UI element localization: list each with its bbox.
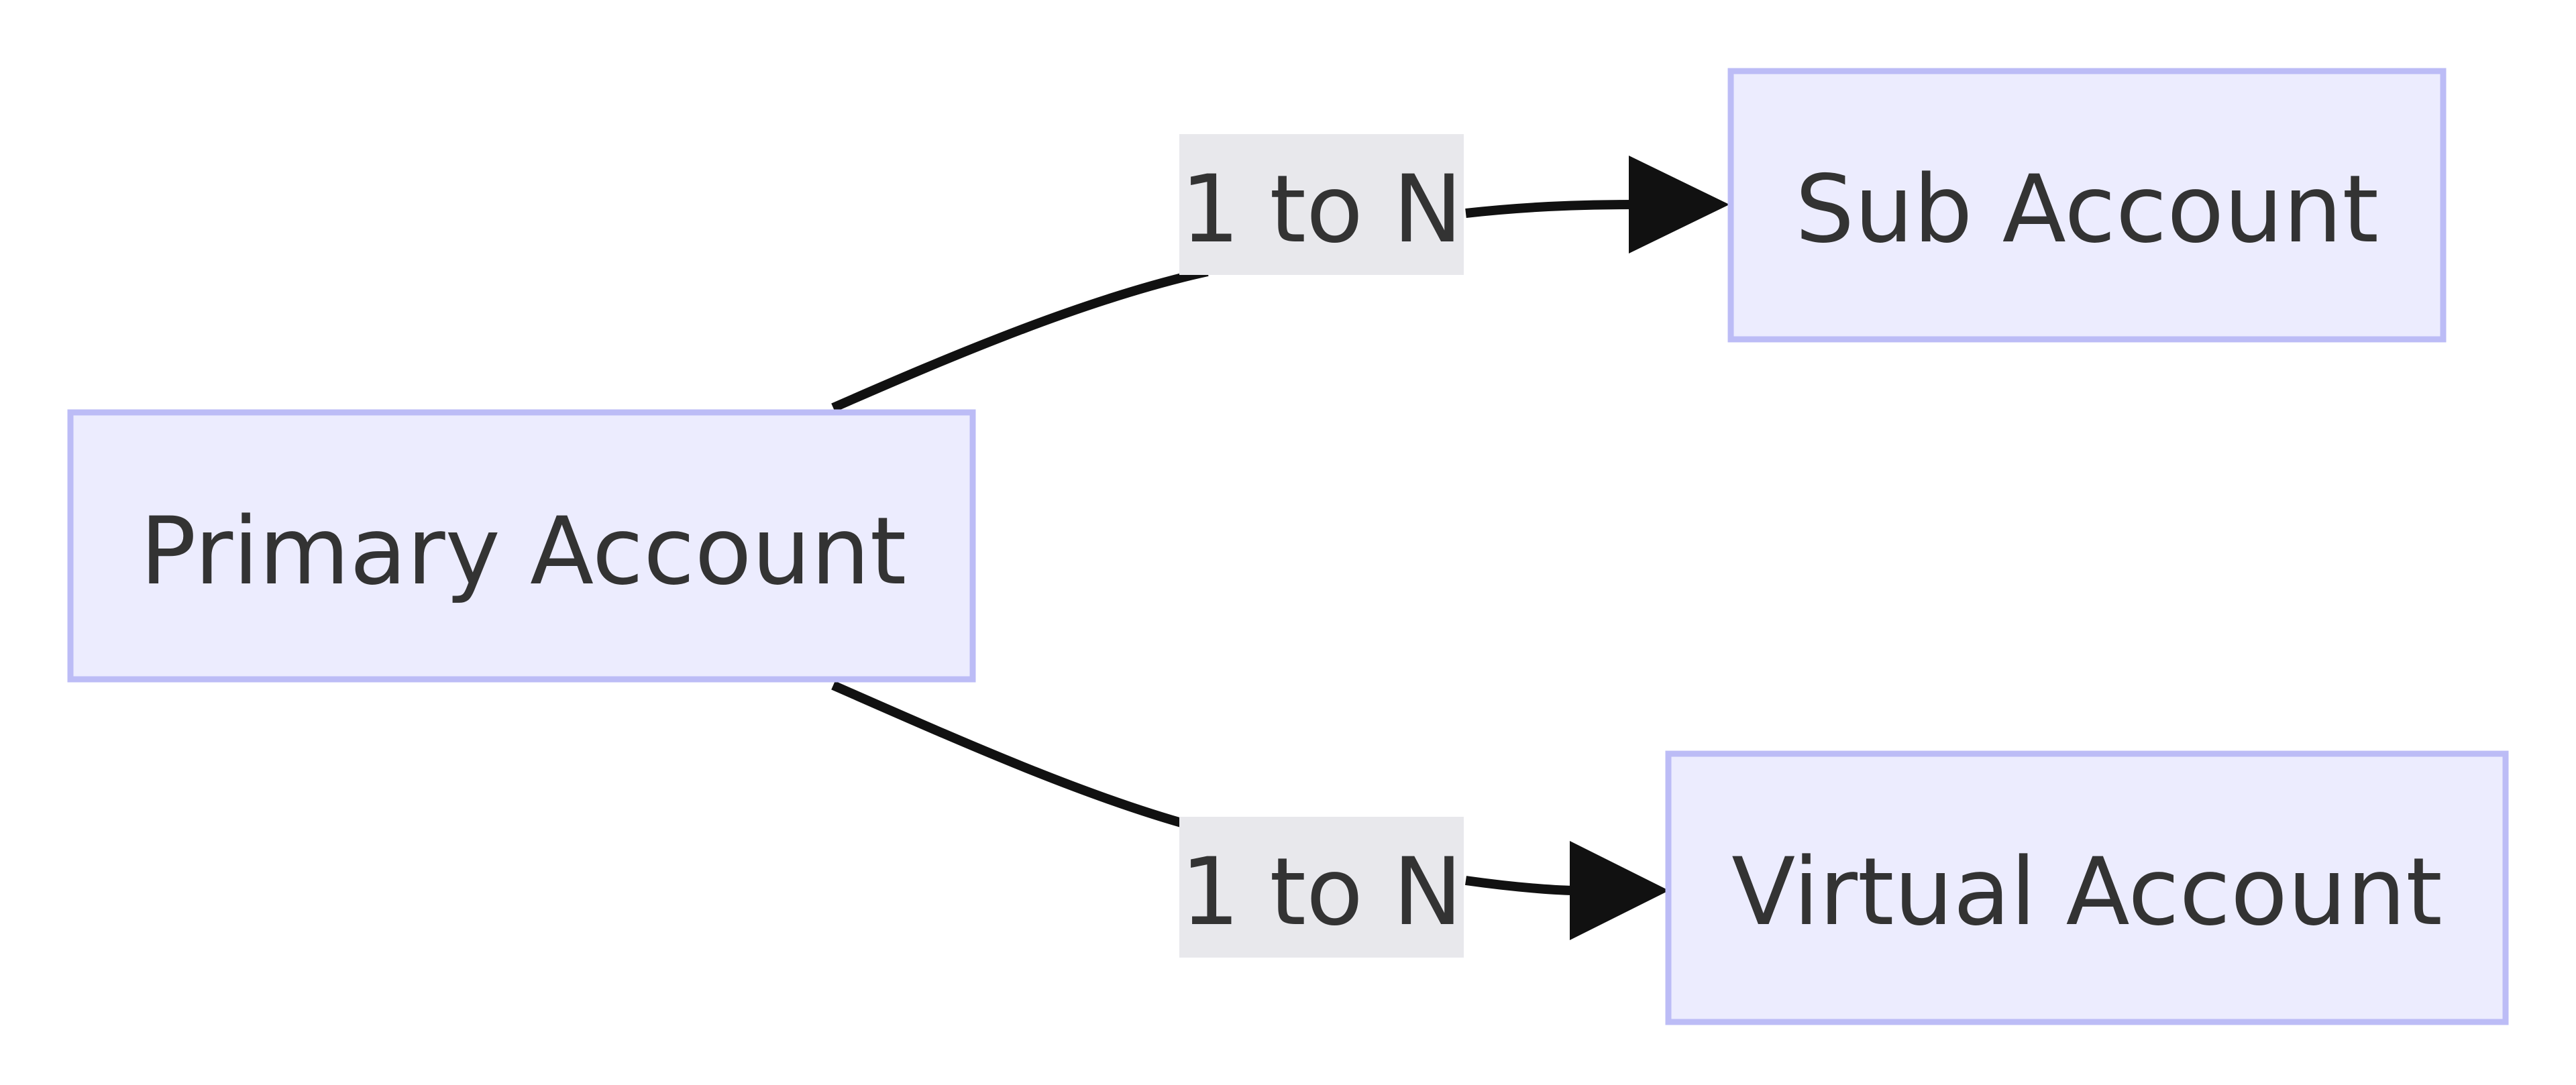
node-label-sub-account: Sub Account xyxy=(1795,155,2379,264)
edge-label-primary-to-virtual: 1 to N xyxy=(1181,838,1462,946)
node-label-virtual-account: Virtual Account xyxy=(1731,838,2443,946)
arrowhead-sub xyxy=(1629,156,1729,253)
edge-label-bg-primary-to-sub xyxy=(1179,134,1464,275)
node-box-virtual-account xyxy=(1665,750,2509,1025)
node-label-primary-account: Primary Account xyxy=(140,497,907,606)
edge-line-primary-to-sub xyxy=(831,200,1638,412)
arrowhead-virtual xyxy=(1570,841,1669,940)
node-box-sub-account xyxy=(1727,68,2447,343)
edge-primary-to-sub: 1 to N xyxy=(831,134,1729,412)
edge-label-primary-to-sub: 1 to N xyxy=(1181,155,1462,264)
node-primary-account: Primary Account xyxy=(67,409,976,683)
node-virtual-account: Virtual Account xyxy=(1665,750,2509,1025)
node-box-primary-account xyxy=(67,409,976,683)
edge-label-bg-primary-to-virtual xyxy=(1179,817,1464,958)
edge-primary-to-virtual: 1 to N xyxy=(831,681,1669,958)
node-sub-account: Sub Account xyxy=(1727,68,2447,343)
